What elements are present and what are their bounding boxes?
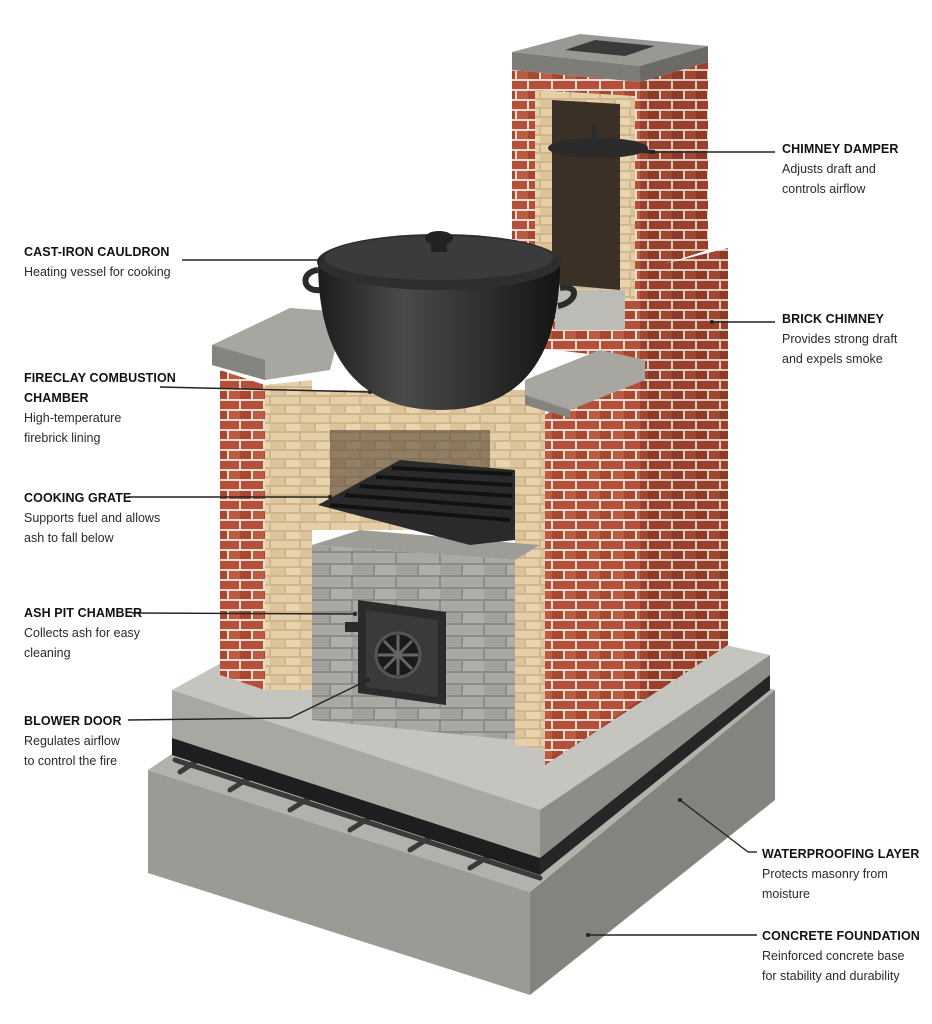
callout-title: BLOWER DOOR xyxy=(24,714,122,728)
callout-ash-pit-chamber: ASH PIT CHAMBER Collects ash for easy cl… xyxy=(24,603,174,663)
callout-title: WATERPROOFING LAYER xyxy=(762,847,920,861)
callout-description: Provides strong draft and expels smoke xyxy=(782,332,898,366)
callout-description: Regulates airflow to control the fire xyxy=(24,734,120,768)
callout-title: CHIMNEY DAMPER xyxy=(782,142,899,156)
callout-fireclay-chamber: FIRECLAY COMBUSTION CHAMBER High-tempera… xyxy=(24,368,194,448)
leader-dots xyxy=(318,150,714,937)
callout-concrete-foundation: CONCRETE FOUNDATION Reinforced concrete … xyxy=(762,926,928,986)
cast-iron-cauldron xyxy=(302,231,577,410)
callout-description: Adjusts draft and controls airflow xyxy=(782,162,876,196)
blower-door xyxy=(345,600,446,705)
callout-title: BRICK CHIMNEY xyxy=(782,312,884,326)
callout-title: CAST-IRON CAULDRON xyxy=(24,245,170,259)
callout-title: FIRECLAY COMBUSTION CHAMBER xyxy=(24,371,176,405)
callout-waterproofing-layer: WATERPROOFING LAYER Protects masonry fro… xyxy=(762,844,922,904)
callout-cast-iron-cauldron: CAST-IRON CAULDRON Heating vessel for co… xyxy=(24,242,204,282)
callout-description: Protects masonry from moisture xyxy=(762,867,888,901)
callout-brick-chimney: BRICK CHIMNEY Provides strong draft and … xyxy=(782,309,922,369)
stove-right-wall xyxy=(545,248,728,765)
callout-chimney-damper: CHIMNEY DAMPER Adjusts draft and control… xyxy=(782,139,922,199)
callout-description: High-temperature firebrick lining xyxy=(24,411,122,445)
callout-title: COOKING GRATE xyxy=(24,491,132,505)
callout-description: Collects ash for easy cleaning xyxy=(24,626,141,660)
leader-lines xyxy=(127,151,775,936)
callout-blower-door: BLOWER DOOR Regulates airflow to control… xyxy=(24,711,174,771)
chimney-damper xyxy=(548,124,656,158)
cooking-grate xyxy=(318,460,515,545)
callout-description: Reinforced concrete base for stability a… xyxy=(762,949,905,983)
callout-description: Heating vessel for cooking xyxy=(24,265,171,279)
callout-cooking-grate: COOKING GRATE Supports fuel and allows a… xyxy=(24,488,174,548)
callout-title: CONCRETE FOUNDATION xyxy=(762,929,920,943)
callout-title: ASH PIT CHAMBER xyxy=(24,606,143,620)
callout-description: Supports fuel and allows ash to fall bel… xyxy=(24,511,161,545)
waterproofing-layer xyxy=(172,670,770,875)
